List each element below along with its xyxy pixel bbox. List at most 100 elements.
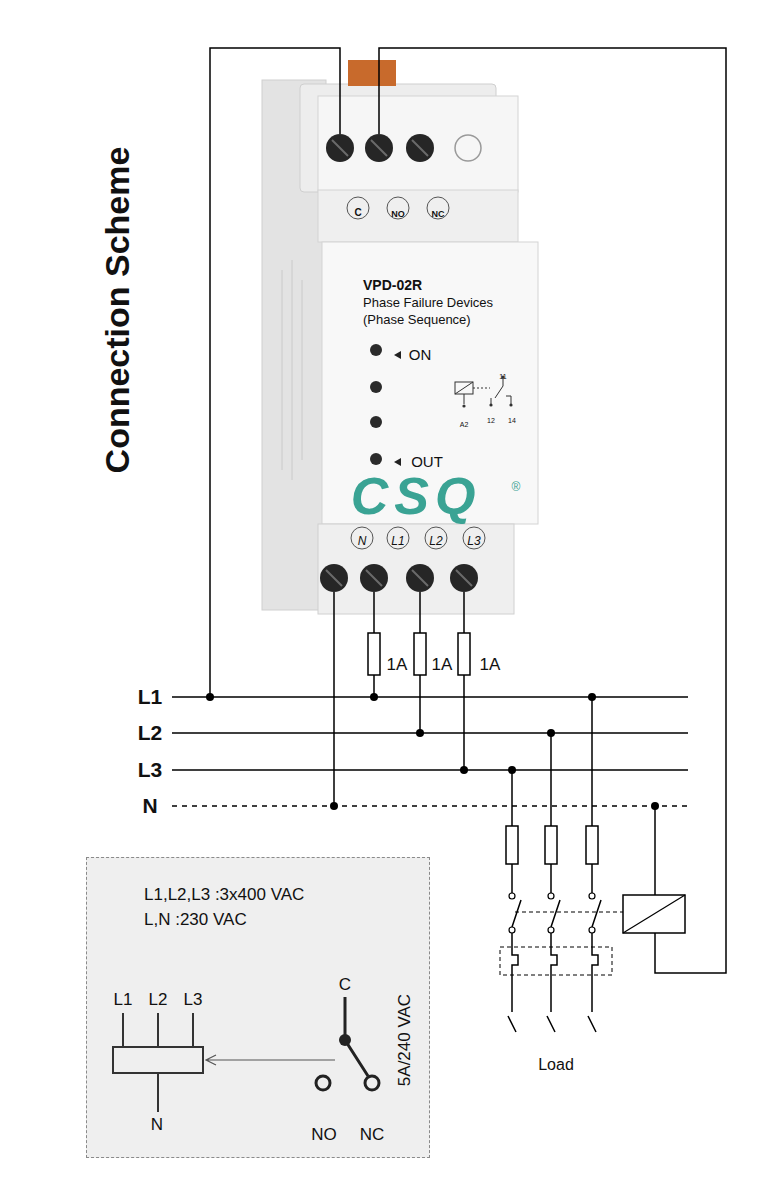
contact-terminal [365, 1076, 379, 1090]
front-panel [322, 242, 538, 524]
relay-device: VPD-02RPhase Failure Devices (Phase Sequ… [262, 75, 538, 615]
contact-terminal [509, 927, 515, 933]
led-pointer [394, 351, 401, 359]
junction-dot [416, 729, 424, 737]
relay-leads [123, 1013, 193, 1112]
bus-label: L1 [138, 685, 163, 709]
led-label: OUT [411, 453, 443, 470]
orange-clip [348, 60, 396, 86]
pin-number: 14 [508, 417, 516, 425]
input-label: N [151, 1115, 163, 1135]
supply-wire [334, 592, 464, 806]
relay-block-symbol [113, 1047, 203, 1073]
label-ring [347, 197, 369, 219]
fuse-symbol [414, 633, 426, 675]
led [370, 344, 382, 356]
contactor-coil [623, 895, 685, 933]
spec-inset: L1,L2,L3 :3x400 VACL,N :230 VAC [86, 857, 430, 1158]
housing-side-ribs [282, 260, 302, 480]
junction-dot [370, 693, 378, 701]
label-ring [463, 527, 485, 549]
title-text: Connection Scheme [98, 147, 137, 474]
registered-mark: ® [512, 481, 521, 495]
relay-contact-symbol [491, 378, 511, 404]
voltage-spec: L,N :230 VAC [144, 907, 247, 932]
contact-rating: 5A/240 VAC [395, 994, 415, 1086]
terminal-label: NO [391, 209, 405, 219]
terminal-block-face [318, 96, 518, 192]
pin-dot [462, 404, 465, 407]
terminal-label: C [354, 207, 361, 219]
contact-terminals [509, 893, 595, 933]
load-wire [508, 697, 601, 1032]
junction-dot [460, 766, 468, 774]
control-wire [210, 48, 340, 697]
device-description: Phase Failure Devices (Phase Sequence) [363, 294, 523, 328]
fuse-symbol [506, 826, 518, 864]
junction-dot [330, 802, 338, 810]
junction-dot [206, 693, 214, 701]
fuse-symbol [368, 633, 380, 675]
fuse-rating: 1A [480, 655, 501, 675]
pin-dot [489, 403, 492, 406]
terminal-label: L1 [391, 535, 404, 549]
contact-label: C [339, 975, 351, 995]
label-strip [318, 190, 518, 242]
fuse-symbol [458, 633, 470, 675]
terminal-label: N [358, 535, 367, 549]
led [370, 381, 382, 393]
led-label: ON [409, 346, 432, 363]
pin-number: 11 [499, 373, 506, 381]
terminal-label: L3 [467, 535, 480, 549]
contact-terminal [589, 893, 595, 899]
mechanical-link [515, 911, 623, 912]
fuse-rating: 1A [432, 655, 453, 675]
fuse-symbol [545, 826, 557, 864]
contact-label: NC [360, 1125, 385, 1145]
phase-bus [172, 697, 688, 770]
led-pointer [394, 458, 401, 466]
voltage-spec: L1,L2,L3 :3x400 VAC [144, 882, 304, 907]
neutral-bus [172, 805, 688, 807]
label-ring [425, 527, 447, 549]
actuation-arrow [206, 1055, 335, 1065]
contact-terminal [316, 1076, 330, 1090]
bus-label: L3 [138, 758, 163, 782]
terminal-label: NC [432, 209, 445, 219]
pin-dot [509, 403, 512, 406]
terminal-block-bottom [318, 524, 514, 614]
bus-label: N [142, 794, 157, 818]
label-ring [387, 527, 409, 549]
contact-terminal [589, 927, 595, 933]
label-ring [351, 527, 373, 549]
fuse-symbol [586, 826, 598, 864]
label-ring [427, 197, 449, 219]
contact-label: NO [311, 1125, 337, 1145]
pin-number: A2 [460, 421, 469, 429]
label-ring [387, 197, 409, 219]
input-label: L1 [114, 990, 133, 1010]
contactor-coil-mark [623, 895, 685, 933]
input-label: L2 [149, 990, 168, 1010]
fuse-rating: 1A [387, 655, 408, 675]
model-name: VPD-02R [363, 276, 422, 294]
relay-link-symbol [473, 388, 490, 389]
thermal-relay-box [500, 947, 612, 975]
pin-number: 12 [487, 417, 495, 425]
bus-label: L2 [138, 721, 163, 745]
inset-ground [86, 857, 430, 1158]
terminal-label: L2 [429, 535, 442, 549]
input-label: L3 [184, 990, 203, 1010]
led [370, 453, 382, 465]
coil-wire [654, 806, 656, 895]
relay-coil-symbol [455, 382, 473, 404]
contact-pivot [339, 1034, 351, 1046]
empty-terminal [455, 135, 481, 161]
brand-logo: CSQ [351, 470, 482, 522]
load-label: Load [538, 1056, 574, 1074]
contact-terminal [548, 927, 554, 933]
contact-terminal [548, 893, 554, 899]
contact-terminal [509, 893, 515, 899]
led [370, 416, 382, 428]
